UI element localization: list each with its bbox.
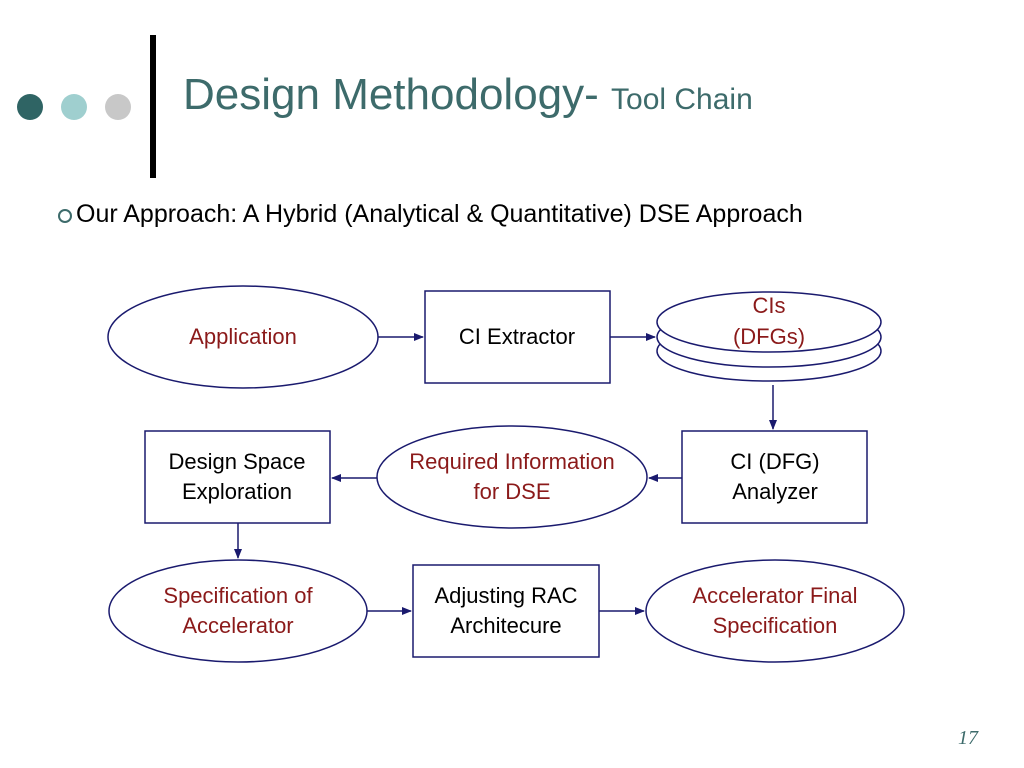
analyzer-label-line2: Analyzer bbox=[732, 479, 818, 504]
page-number: 17 bbox=[958, 727, 978, 749]
title-sub: Tool Chain bbox=[611, 83, 753, 116]
ci-extractor-label: CI Extractor bbox=[459, 324, 575, 349]
title-main: Design Methodology- bbox=[183, 70, 612, 119]
bullet-text: Our Approach: A Hybrid (Analytical & Qua… bbox=[76, 200, 803, 228]
spec-label-line2: Accelerator bbox=[182, 613, 293, 638]
bullet-item: Our Approach: A Hybrid (Analytical & Qua… bbox=[58, 200, 803, 229]
application-label: Application bbox=[189, 324, 297, 349]
ci-dfg-analyzer-node bbox=[681, 430, 868, 524]
ci-extractor-node bbox=[424, 290, 611, 384]
design-space-exploration-node bbox=[144, 430, 331, 524]
light-teal-dot bbox=[61, 94, 87, 120]
final-label-line2: Specification bbox=[713, 613, 838, 638]
cis-label-line2: (DFGs) bbox=[733, 324, 805, 349]
cis-label-line1: CIs bbox=[753, 293, 786, 318]
title-divider bbox=[150, 35, 156, 178]
adjust-label-line1: Adjusting RAC bbox=[434, 583, 577, 608]
required-info-line1: Required Information bbox=[409, 449, 614, 474]
accelerator-final-spec-node bbox=[645, 559, 905, 663]
dse-label-line2: Exploration bbox=[182, 479, 292, 504]
dark-teal-dot bbox=[17, 94, 43, 120]
adjusting-rac-node bbox=[412, 564, 600, 658]
required-info-line2: for DSE bbox=[473, 479, 550, 504]
cis-stack-node bbox=[656, 291, 882, 382]
bullet-circle-icon bbox=[58, 208, 72, 223]
slide-title: Design Methodology- Tool Chain bbox=[183, 70, 753, 120]
adjust-label-line2: Architecure bbox=[450, 613, 561, 638]
spec-label-line1: Specification of bbox=[163, 583, 313, 608]
required-information-node bbox=[376, 425, 648, 529]
dse-label-line1: Design Space bbox=[169, 449, 306, 474]
analyzer-label-line1: CI (DFG) bbox=[730, 449, 819, 474]
final-label-line1: Accelerator Final bbox=[692, 583, 857, 608]
specification-of-accelerator-node bbox=[108, 559, 368, 663]
gray-dot bbox=[105, 94, 131, 120]
